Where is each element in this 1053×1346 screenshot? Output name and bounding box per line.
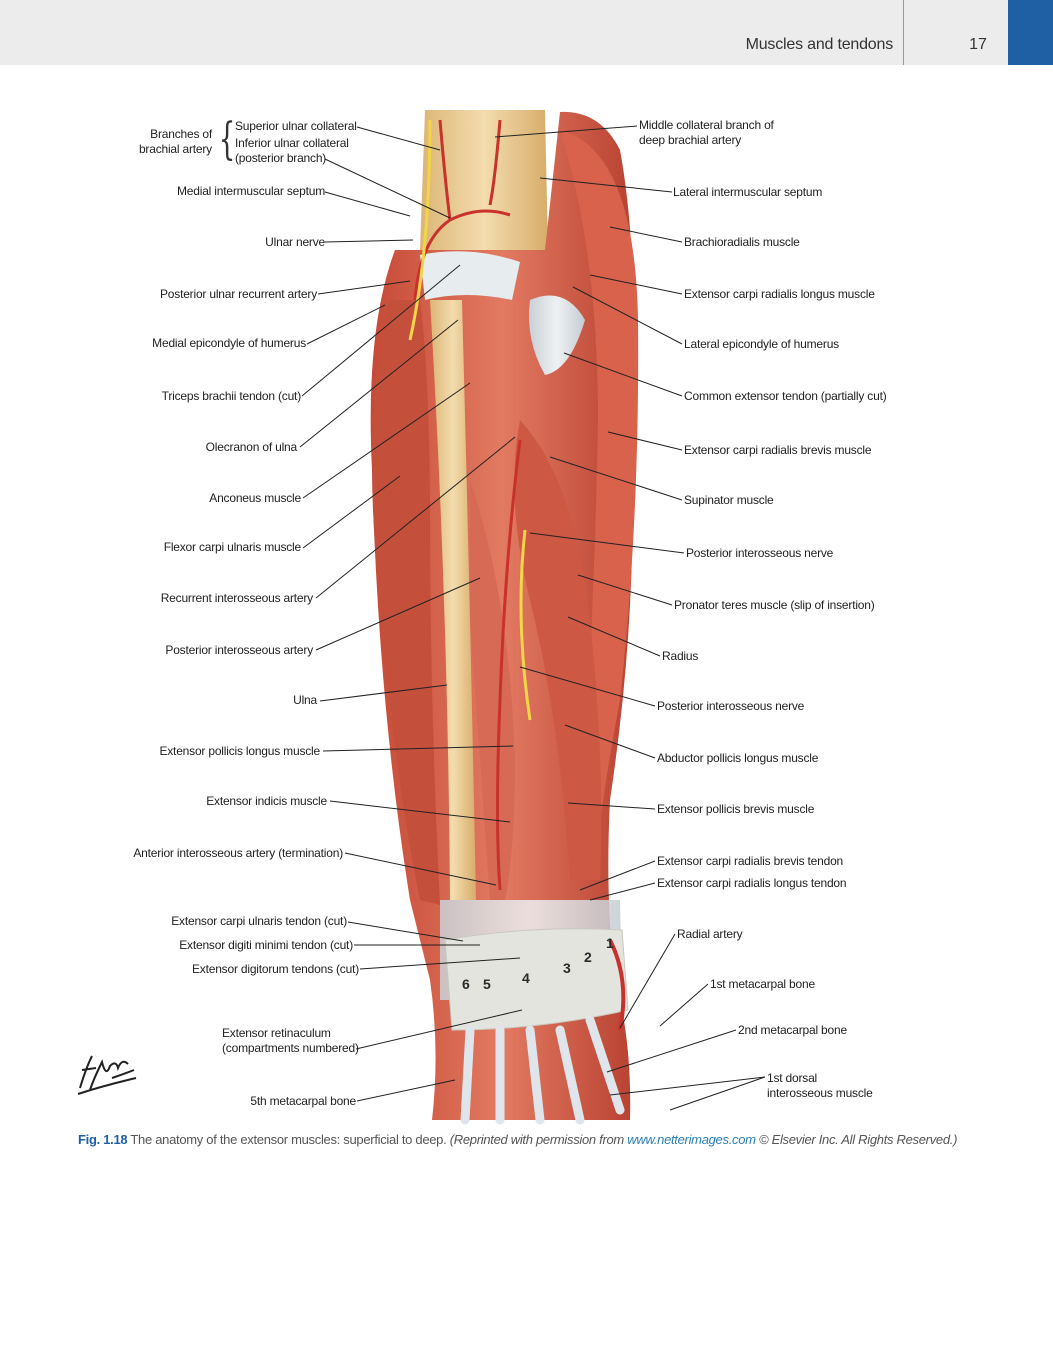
common-extensor-tendon [529,295,585,375]
label-middle-collateral-branch: Middle collateral branch of deep brachia… [639,118,774,147]
label-radius: Radius [662,649,699,663]
brachioradialis-shape [560,130,639,840]
brachial-branches-brace: { [218,114,236,165]
label-olecranon: Olecranon of ulna [205,440,298,454]
label-extensor-retinaculum: Extensor retinaculum (compartments numbe… [222,1026,359,1055]
label-first-dorsal-interosseous: 1st dorsal interosseous muscle [767,1071,873,1100]
forearm-illustration [299,110,766,1125]
caption-credit-prefix: (Reprinted with permission from [449,1132,628,1147]
nerve-paths [408,119,532,721]
forearm-shape [370,110,639,1125]
radial-artery-path [608,939,626,1031]
label-extensor-digitorum-tendons: Extensor digitorum tendons (cut) [191,962,359,976]
label-common-extensor-tendon: Common extensor tendon (partially cut) [684,389,887,403]
caption-text: The anatomy of the extensor muscles: sup… [127,1132,450,1147]
label-fifth-metacarpal: 5th metacarpal bone [250,1094,356,1108]
label-posterior-interosseous-nerve-upper: Posterior interosseous nerve [686,546,834,560]
ulna-shaft [430,300,476,900]
compartment-number-3: 3 [563,960,571,976]
humerus-shaft [420,110,548,250]
label-abductor-pollicis-longus: Abductor pollicis longus muscle [657,751,819,765]
label-triceps-brachii-tendon: Triceps brachii tendon (cut) [161,389,302,403]
label-first-metacarpal: 1st metacarpal bone [710,977,815,991]
label-posterior-interosseous-artery: Posterior interosseous artery [165,643,313,657]
olecranon-cap [420,251,520,300]
label-ulna: Ulna [293,693,317,707]
label-anterior-interosseous-artery: Anterior interosseous artery (terminatio… [133,846,343,860]
artery-paths [413,119,522,891]
figure-caption: Fig. 1.18 The anatomy of the extensor mu… [78,1132,1018,1147]
caption-figure-number: Fig. 1.18 [78,1132,128,1147]
label-flexor-carpi-ulnaris: Flexor carpi ulnaris muscle [163,540,302,554]
artist-signature [77,1055,137,1095]
extensor-pollicis-longus-shape [470,480,515,900]
label-ulnar-nerve: Ulnar nerve [265,235,325,249]
label-superior-ulnar-collateral: Superior ulnar collateral [235,119,357,133]
compartment-number-4: 4 [522,970,530,986]
label-lateral-intermuscular-septum: Lateral intermuscular septum [673,185,823,199]
label-extensor-indicis: Extensor indicis muscle [206,794,327,808]
compartment-number-2: 2 [584,949,592,965]
leader-lines [299,125,766,1111]
abductor-pollicis-longus-shape [514,420,602,880]
label-extensor-carpi-ulnaris-tendon: Extensor carpi ulnaris tendon (cut) [171,914,347,928]
hand-tendons [460,1015,625,1125]
header-divider [903,0,904,65]
label-extensor-pollicis-longus: Extensor pollicis longus muscle [159,744,320,758]
label-extensor-carpi-radialis-brevis-muscle: Extensor carpi radialis brevis muscle [684,443,872,457]
anatomy-figure: { Branches of brachial artery Superior u… [77,110,887,1125]
label-second-metacarpal: 2nd metacarpal bone [738,1023,847,1037]
page-number: 17 [969,36,987,53]
label-text: Branches of brachial artery [138,127,212,156]
header-accent-tab [1008,0,1053,65]
label-medial-epicondyle: Medial epicondyle of humerus [152,336,306,350]
label-ecrl-tendon: Extensor carpi radialis longus tendon [657,876,847,890]
label-supinator: Supinator muscle [684,493,774,507]
section-title: Muscles and tendons [745,36,894,53]
label-posterior-ulnar-recurrent-artery: Posterior ulnar recurrent artery [160,287,317,301]
compartment-number-1: 1 [606,935,614,951]
page-header [0,0,1053,65]
caption-credit-link[interactable]: www.netterimages.com [627,1132,756,1147]
compartment-number-5: 5 [483,976,491,992]
flexor-carpi-ulnaris-shape [372,300,440,905]
caption-credit-suffix: © Elsevier Inc. All Rights Reserved.) [755,1132,958,1147]
label-extensor-carpi-radialis-longus-muscle: Extensor carpi radialis longus muscle [684,287,875,301]
label-anconeus: Anconeus muscle [209,491,301,505]
extensor-retinaculum-band [444,928,629,1031]
label-lateral-epicondyle: Lateral epicondyle of humerus [684,337,839,351]
compartment-number-6: 6 [462,976,470,992]
label-brachioradialis: Brachioradialis muscle [684,235,800,249]
label-recurrent-interosseous-artery: Recurrent interosseous artery [160,591,313,605]
label-pronator-teres: Pronator teres muscle (slip of insertion… [674,598,875,612]
label-radial-artery: Radial artery [677,927,743,941]
label-posterior-interosseous-nerve-lower: Posterior interosseous nerve [657,699,805,713]
label-extensor-pollicis-brevis: Extensor pollicis brevis muscle [657,802,815,816]
label-inferior-ulnar-collateral: Inferior ulnar collateral (posterior bra… [235,136,349,165]
label-branches-of-brachial-artery: Branches of brachial artery [136,127,212,157]
label-medial-intermuscular-septum: Medial intermuscular septum [177,184,325,198]
label-extensor-digiti-minimi-tendon: Extensor digiti minimi tendon (cut) [179,938,353,952]
label-ecrb-tendon: Extensor carpi radialis brevis tendon [657,854,844,868]
